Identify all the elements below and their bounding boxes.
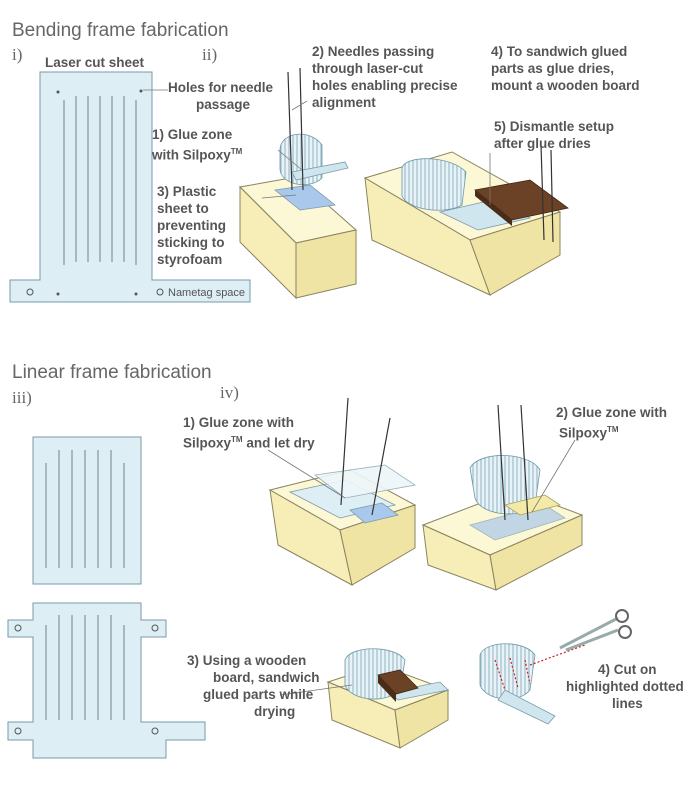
label-dismantle-1: 5) Dismantle setup — [494, 119, 615, 134]
coil-2 — [401, 158, 467, 211]
panel-iv-label: iv) — [220, 383, 239, 402]
needle-icon — [340, 397, 391, 516]
label-board-2: board, sandwich — [213, 670, 320, 685]
label-plastic-2: sheet to — [157, 201, 209, 216]
label-board-4: drying — [254, 704, 296, 719]
label-sandwich-2: parts as glue dries, — [491, 61, 615, 76]
label-plastic-1: 3) Plastic — [157, 184, 217, 199]
needle-icon — [287, 67, 304, 191]
label-glue-zone-1: 1) Glue zone — [152, 127, 233, 142]
cut-coil — [479, 643, 586, 725]
label-holes-2: passage — [196, 97, 251, 112]
coil-3 — [469, 455, 561, 516]
label-plastic-4: sticking to — [157, 235, 225, 250]
label-plastic-3: preventing — [157, 218, 227, 233]
label-needles-3: holes enabling precise — [312, 78, 458, 93]
label-laser-cut-sheet: Laser cut sheet — [45, 55, 145, 70]
panel-i-label: i) — [12, 45, 23, 64]
label-holes-1: Holes for needle — [168, 80, 274, 95]
label-cut-1: 4) Cut on — [598, 662, 657, 677]
foam-block-1 — [238, 176, 358, 300]
label-linear-glue1-1: 1) Glue zone with — [183, 415, 295, 430]
label-linear-glue2-2: SilpoxyTM — [559, 425, 619, 441]
plastic-sheet — [274, 184, 336, 211]
wooden-board-1 — [474, 179, 569, 226]
label-cut-2: highlighted dotted — [566, 679, 684, 694]
panel-ii-label: ii) — [202, 45, 218, 64]
linear-section-title: Linear frame fabrication — [12, 362, 212, 383]
wooden-board-2 — [377, 669, 419, 702]
label-needles-4: alignment — [312, 95, 376, 110]
panel-iii-label: iii) — [12, 388, 32, 407]
label-linear-glue1-2: SilpoxyTM and let dry — [183, 435, 315, 451]
label-board-3: glued parts while — [203, 687, 314, 702]
laser-cut-sheet-linear-1 — [32, 436, 142, 585]
bending-section-title: Bending frame fabrication — [12, 20, 229, 41]
label-sandwich-1: 4) To sandwich glued — [491, 44, 628, 59]
needle-icon — [540, 144, 554, 243]
label-linear-glue2-1: 2) Glue zone with — [556, 405, 668, 420]
label-dismantle-2: after glue dries — [494, 136, 591, 151]
foam-block-3 — [268, 464, 417, 586]
laser-cut-sheet-linear-2 — [7, 602, 206, 759]
label-needles-2: through laser-cut — [312, 61, 424, 76]
scissors-icon — [559, 609, 632, 652]
label-cut-3: lines — [612, 696, 643, 711]
laser-cut-sheet-bending — [9, 71, 251, 303]
label-board-1: 3) Using a wooden — [187, 653, 307, 668]
label-needles-1: 2) Needles passing — [312, 44, 435, 59]
label-plastic-5: styrofoam — [157, 252, 223, 267]
needle-icon — [497, 404, 529, 521]
label-sandwich-3: mount a wooden board — [491, 78, 640, 93]
label-glue-zone-2: with SilpoxyTM — [152, 147, 243, 163]
label-nametag: Nametag space — [168, 287, 246, 299]
